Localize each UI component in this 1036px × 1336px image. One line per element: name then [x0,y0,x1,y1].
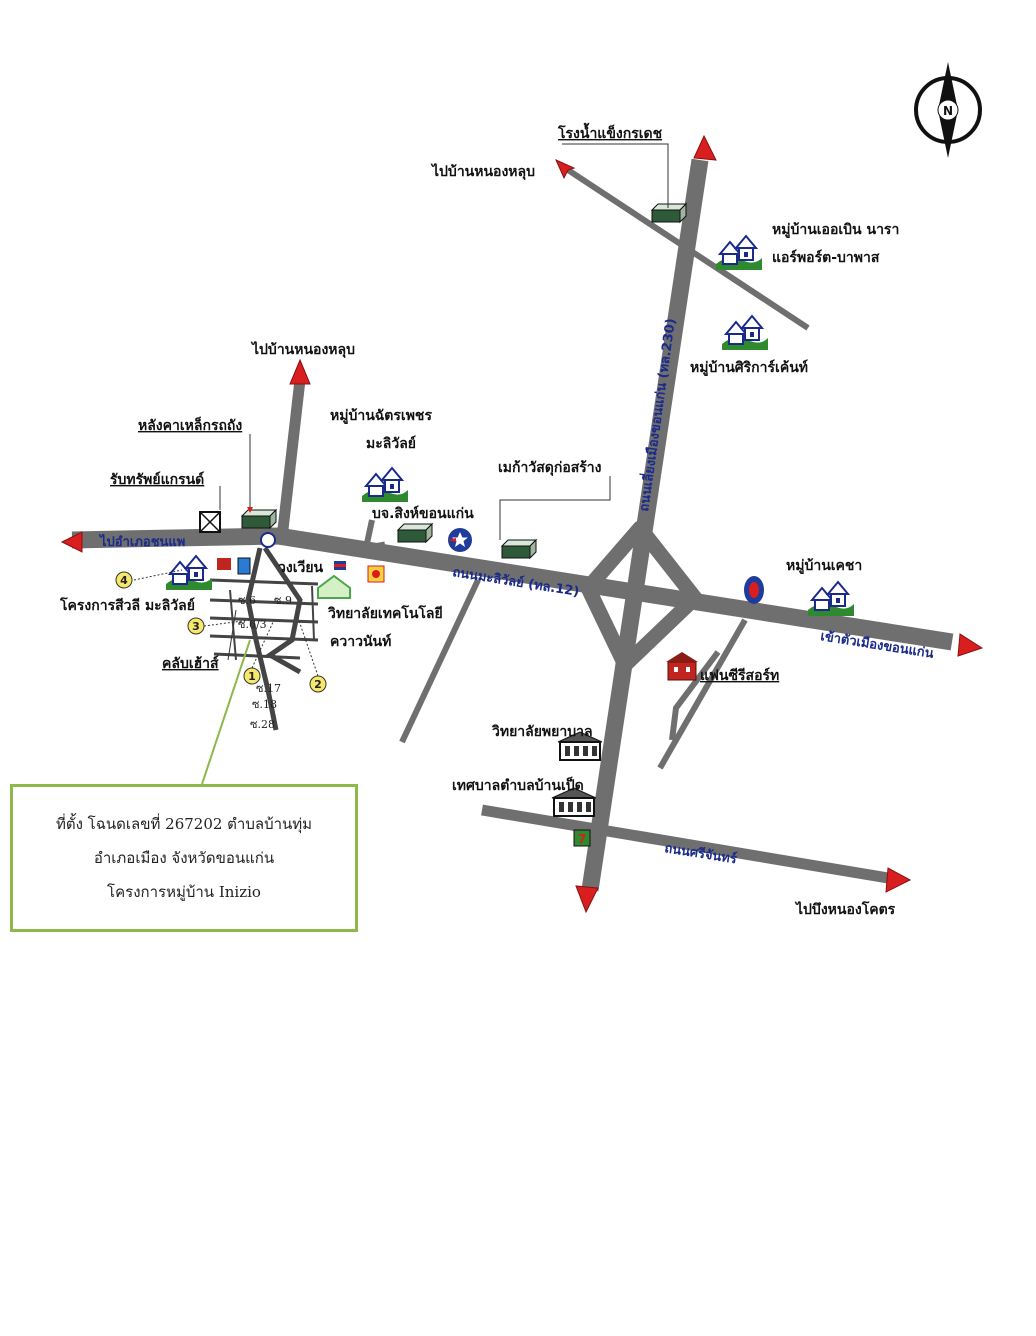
gas-station-icon [744,576,764,604]
arrow-east [957,633,984,657]
roundabout-icon [260,532,276,548]
label-village-abin: หมู่บ้านเออเบิน นารา [772,222,899,238]
label-club-house: คลับเฮ้าส์ [162,655,219,672]
markers: 1 2 3 4 [115,571,327,693]
warehouse-icon-ice [651,203,687,223]
location-info-box: ที่ตั้ง โฉนดเลขที่ 267202 ตำบลบ้านทุ่ม อ… [10,784,358,932]
road-spur-5 [669,650,721,741]
label-soi-9: ซ.9 [274,594,292,607]
label-soi-18: ซ.18 [252,698,277,711]
marker-4: 4 [115,571,133,589]
house-icon-chatphet [361,467,409,503]
label-tech-college: วิทยาลัยเทคโนโลยี [327,604,443,622]
label-steel-roof: หลังคาเหล็กรถถัง [138,416,242,434]
road-nong-hlub-mid [276,379,306,539]
temple-icon [317,574,351,599]
house-icon-abin [715,235,763,271]
label-nong-hlub-mid: ไปบ้านหนองหลุบ [250,340,355,358]
label-village-abin-2: แอร์พอร์ต-บาพาส [772,249,880,266]
road-spur-2 [363,519,375,549]
svg-text:2: 2 [314,678,322,691]
marker-2: 2 [309,675,327,693]
road-interchange [580,520,703,673]
locator-line [201,639,251,785]
road-spur-3 [399,578,481,744]
label-fashion-resort: แฟนซีรีสอร์ท [700,667,779,684]
label-nong-khot: ไปบึงหนองโคตร [794,900,896,918]
arrow-west [60,531,83,553]
compass: N [914,62,982,158]
direction-arrows [60,134,984,914]
label-village-chatphet-2: มะลิวัลย์ [366,435,416,452]
arrow-nong-khot [885,867,912,893]
label-nong-hlub-top: ไปบ้านหนองหลุบ [430,162,535,180]
star-logo-icon [448,528,472,552]
label-soi-28: ซ.28 [250,718,275,731]
road-sri-chan [481,804,901,886]
seven-eleven-label: 7 [578,832,586,846]
info-line-3: โครงการหมู่บ้าน Inizio [107,883,261,901]
oil-icon [367,565,385,583]
label-tech-college-2: ควาวนันท์ [330,633,391,650]
arrow-south [575,885,599,914]
svg-text:1: 1 [248,670,256,683]
label-singha: บจ.สิงห์ขอนแก่น [372,505,474,522]
label-village-khetcha: หมู่บ้านเคชา [786,558,862,574]
marker-3: 3 [187,617,205,635]
house-icon-khetcha [807,581,855,617]
house-icon-sirikan [721,315,769,351]
label-village-sirikan: หมู่บ้านศิริการ์เค้นท์ [690,359,808,376]
road-spur-4 [657,618,748,770]
svg-text:3: 3 [192,620,200,633]
label-west: ไปอำเภอชนแพ [98,533,185,550]
label-ice-factory: โรงน้ำแข็งกรเดช [557,122,663,142]
leader-lines [133,143,669,677]
label-mega-store: เมก้าวัสดุก่อสร้าง [498,460,602,476]
arrow-north [693,134,717,161]
road-spur-1 [367,541,386,552]
label-soi-17: ซ.17 [256,682,281,695]
arrow-nong-hlub-top [555,159,576,180]
seven-eleven-icon: 7 [573,829,591,847]
label-soi-6: ซ.6 [238,594,256,607]
flag-icon [334,561,346,570]
grand-box-icon [199,511,221,533]
label-nursing-college: วิทยาลัยพยาบาล [491,724,593,740]
resort-icon [666,652,698,681]
info-line-1: ที่ตั้ง โฉนดเลขที่ 267202 ตำบลบ้านทุ่ม [55,815,313,833]
warehouse-icon-mega [501,539,537,559]
warehouse-icon-singha [397,523,433,543]
info-line-2: อำเภอเมือง จังหวัดขอนแก่น [93,849,275,867]
house-icon-siwali [165,555,213,591]
label-soi-6-3: ซ.6/3 [238,618,267,631]
red-house-icon [217,558,231,570]
arrow-nong-hlub-mid [289,358,311,385]
label-village-chatphet: หมู่บ้านฉัตรเพชร [330,408,432,424]
road-nong-hlub-top [566,167,810,331]
compass-letter: N [943,104,953,118]
label-municipality: เทศบาลตำบลบ้านเป็ด [452,776,584,794]
blue-shop-icon [237,557,251,575]
warehouse-icon-steel [241,509,277,529]
roads [71,158,954,892]
label-swieng: วงเวียน [278,560,324,576]
label-grand: รับทรัพย์แกรนด์ [110,471,204,488]
svg-text:4: 4 [120,574,128,587]
label-siwali: โครงการสีวลี มะลิวัลย์ [59,596,195,614]
